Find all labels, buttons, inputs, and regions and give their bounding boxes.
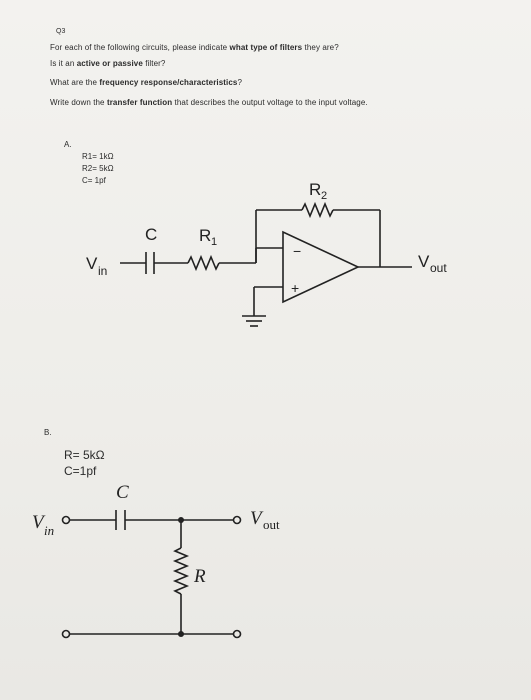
- circuit-b-label: B.: [44, 428, 52, 437]
- opamp-plus-sign: +: [291, 280, 299, 296]
- circuit-a-vin-subscript: in: [98, 264, 107, 278]
- question-line-4: Write down the transfer function that de…: [50, 98, 368, 107]
- circuit-b-vin-subscript: in: [44, 523, 54, 538]
- circuit-b-junction-top: [178, 517, 184, 523]
- circuit-a-label: A.: [64, 140, 72, 149]
- circuit-a-r1-label: R: [199, 226, 211, 245]
- circuit-b-junction-bottom: [178, 631, 184, 637]
- circuit-a-vin-label: V: [86, 254, 98, 273]
- circuit-a-vout-subscript: out: [430, 261, 447, 275]
- circuit-a-c-value: C= 1pf: [82, 176, 106, 185]
- circuit-b-c-value: C=1pf: [64, 464, 97, 478]
- circuit-a-r2-value: R2= 5kΩ: [82, 164, 114, 173]
- circuit-a-r1-value: R1= 1kΩ: [82, 152, 114, 161]
- circuit-b-r-value: R= 5kΩ: [64, 448, 105, 462]
- circuit-a-vout-label: V: [418, 252, 430, 271]
- circuit-b-vout-label: V: [250, 508, 264, 529]
- circuit-b-vin-label: V: [32, 512, 46, 533]
- circuit-b-r-label: R: [193, 566, 206, 587]
- circuit-b-vout-subscript: out: [263, 517, 280, 532]
- circuit-a-r2-label: R: [309, 180, 321, 199]
- question-line-2: Is it an active or passive filter?: [50, 59, 166, 68]
- circuit-a-r2-subscript: 2: [321, 190, 327, 202]
- question-number: Q3: [56, 28, 66, 35]
- question-line-1: For each of the following circuits, plea…: [50, 43, 339, 52]
- opamp-minus-sign: −: [293, 243, 301, 259]
- circuit-a-c-label: C: [145, 225, 157, 244]
- circuit-b-c-label: C: [116, 482, 129, 503]
- question-line-3: What are the frequency response/characte…: [50, 78, 243, 87]
- circuit-a-r1-subscript: 1: [211, 236, 217, 248]
